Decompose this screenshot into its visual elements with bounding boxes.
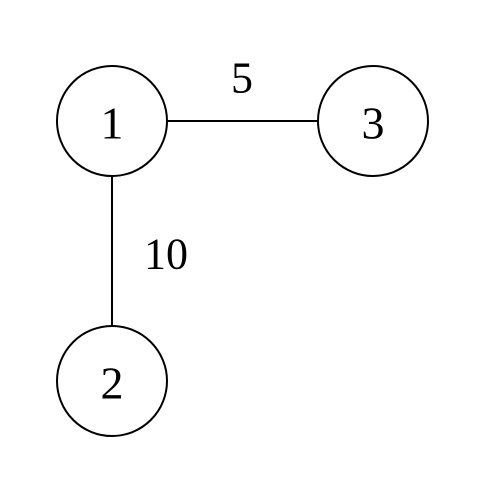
node-3: 3 xyxy=(317,65,429,177)
edge-label-1-2: 10 xyxy=(144,230,188,279)
node-2: 2 xyxy=(56,325,168,437)
node-3-circle xyxy=(317,65,429,177)
node-3-label: 3 xyxy=(362,98,385,149)
node-2-circle xyxy=(56,325,168,437)
node-1-circle xyxy=(56,65,168,177)
node-1: 1 xyxy=(56,65,168,177)
edge-label-1-3: 5 xyxy=(231,54,253,103)
node-2-label: 2 xyxy=(101,358,124,409)
node-1-label: 1 xyxy=(101,98,124,149)
